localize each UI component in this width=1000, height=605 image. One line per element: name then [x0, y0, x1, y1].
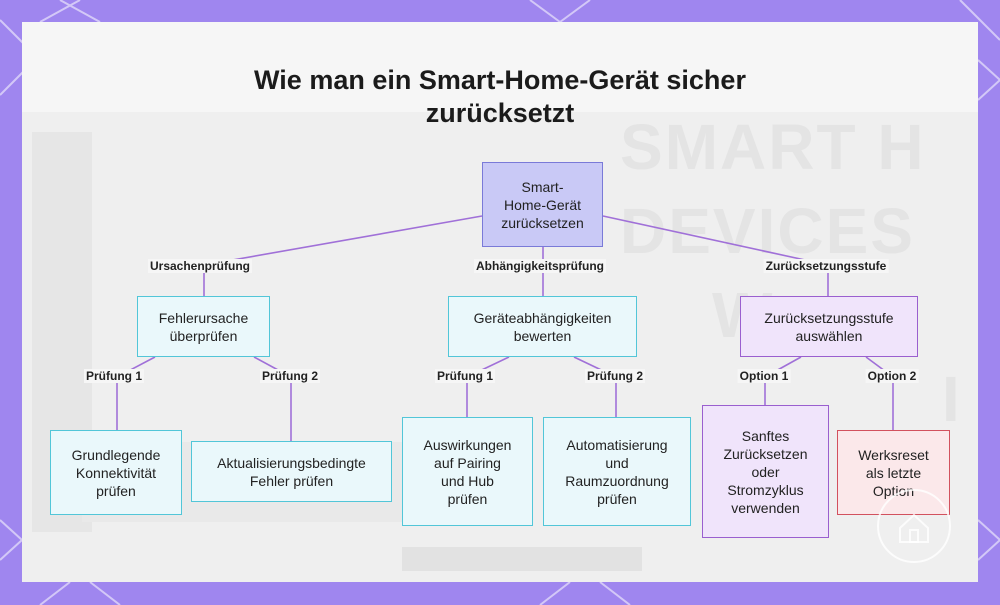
node-check-update-errors: Aktualisierungsbedingte Fehler prüfen [191, 441, 392, 502]
edge-label-cause-check-2: Prüfung 2 [260, 369, 320, 383]
diagram-title: Wie man ein Smart-Home-Gerät sicher zurü… [0, 64, 1000, 130]
background-text-4: I [942, 363, 962, 435]
node-check-error-cause: Fehlerursache überprüfen [137, 296, 270, 357]
edge-label-option-2: Option 2 [865, 369, 919, 383]
node-factory-reset: Werksreset als letzte Option [837, 430, 950, 515]
edge-label-dependency-check-2: Prüfung 2 [585, 369, 645, 383]
node-reset-device: Smart- Home-Gerät zurücksetzen [482, 162, 603, 247]
edge-label-ursachenpruefung: Ursachenprüfung [147, 259, 253, 273]
title-line-2: zurücksetzt [425, 98, 575, 128]
node-select-reset-level: Zurücksetzungsstufe auswählen [740, 296, 918, 357]
node-assess-dependencies: Geräteabhängigkeiten bewerten [448, 296, 637, 357]
node-soft-reset: Sanftes Zurücksetzen oder Stromzyklus ve… [702, 405, 829, 538]
background-text-1: SMART H [620, 111, 926, 183]
edge-label-zuruecksetzungsstufe: Zurücksetzungsstufe [763, 259, 889, 273]
edge-label-dependency-check-1: Prüfung 1 [435, 369, 495, 383]
edge-label-option-1: Option 1 [737, 369, 791, 383]
node-check-automation: Automatisierung und Raumzuordnung prüfen [543, 417, 691, 526]
edge-label-abhaengigkeitspruefung: Abhängigkeitsprüfung [474, 259, 606, 273]
house-logo-icon [877, 489, 951, 563]
edge-label-cause-check-1: Prüfung 1 [84, 369, 144, 383]
title-line-1: Wie man ein Smart-Home-Gerät sicher [254, 65, 746, 95]
node-check-pairing-hub: Auswirkungen auf Pairing und Hub prüfen [402, 417, 533, 526]
node-check-connectivity: Grundlegende Konnektivität prüfen [50, 430, 182, 515]
